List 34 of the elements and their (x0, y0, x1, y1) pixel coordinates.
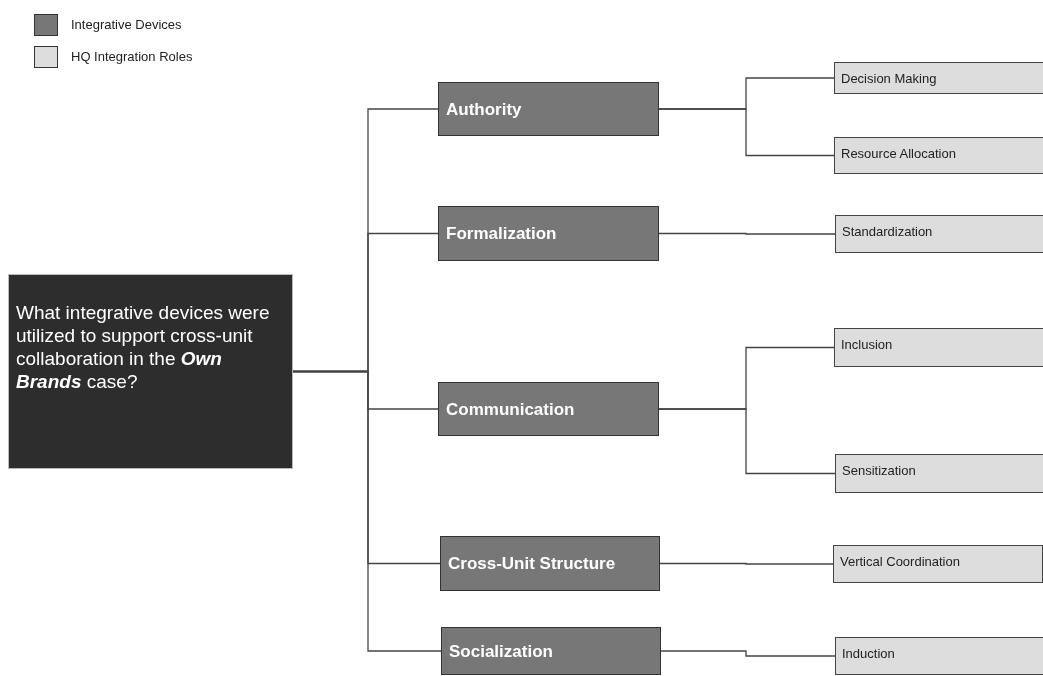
question-text: What integrative devices were utilized to support cross-unit collaboration in the Own Brands case? (16, 301, 271, 393)
device-box (440, 536, 660, 591)
node-label: Socialization (449, 641, 553, 661)
role-box (835, 215, 1043, 253)
question-box (8, 274, 293, 469)
node-label: Decision Making (841, 70, 938, 88)
node-label: Sensitization (842, 462, 917, 480)
node-label: Communication (446, 399, 575, 419)
connector-line (658, 108, 835, 157)
role-box (834, 62, 1043, 94)
connector-line (658, 232, 836, 235)
role-box (833, 545, 1043, 583)
node-label: Formalization (446, 224, 557, 243)
connector-line (659, 562, 834, 565)
connector-line (658, 408, 836, 475)
node-label: Authority (446, 99, 522, 119)
node-label: Vertical Coordination (840, 553, 961, 571)
connector-line (660, 650, 836, 657)
role-box (834, 328, 1043, 367)
node-label: Cross-Unit Structure (448, 554, 616, 573)
device-box (438, 382, 659, 436)
node-label: Standardization (842, 223, 934, 241)
device-box (441, 627, 661, 675)
role-box (835, 454, 1043, 493)
connector-line (292, 370, 442, 652)
node-label: Resource Allocation (841, 145, 957, 163)
node-label: Induction (842, 645, 896, 663)
role-box (834, 137, 1043, 174)
role-box (835, 637, 1043, 675)
legend-label: Integrative Devices (71, 16, 182, 35)
legend-label: HQ Integration Roles (71, 48, 193, 67)
node-label: Inclusion (841, 336, 894, 354)
device-box (438, 206, 659, 261)
device-box (438, 82, 659, 136)
